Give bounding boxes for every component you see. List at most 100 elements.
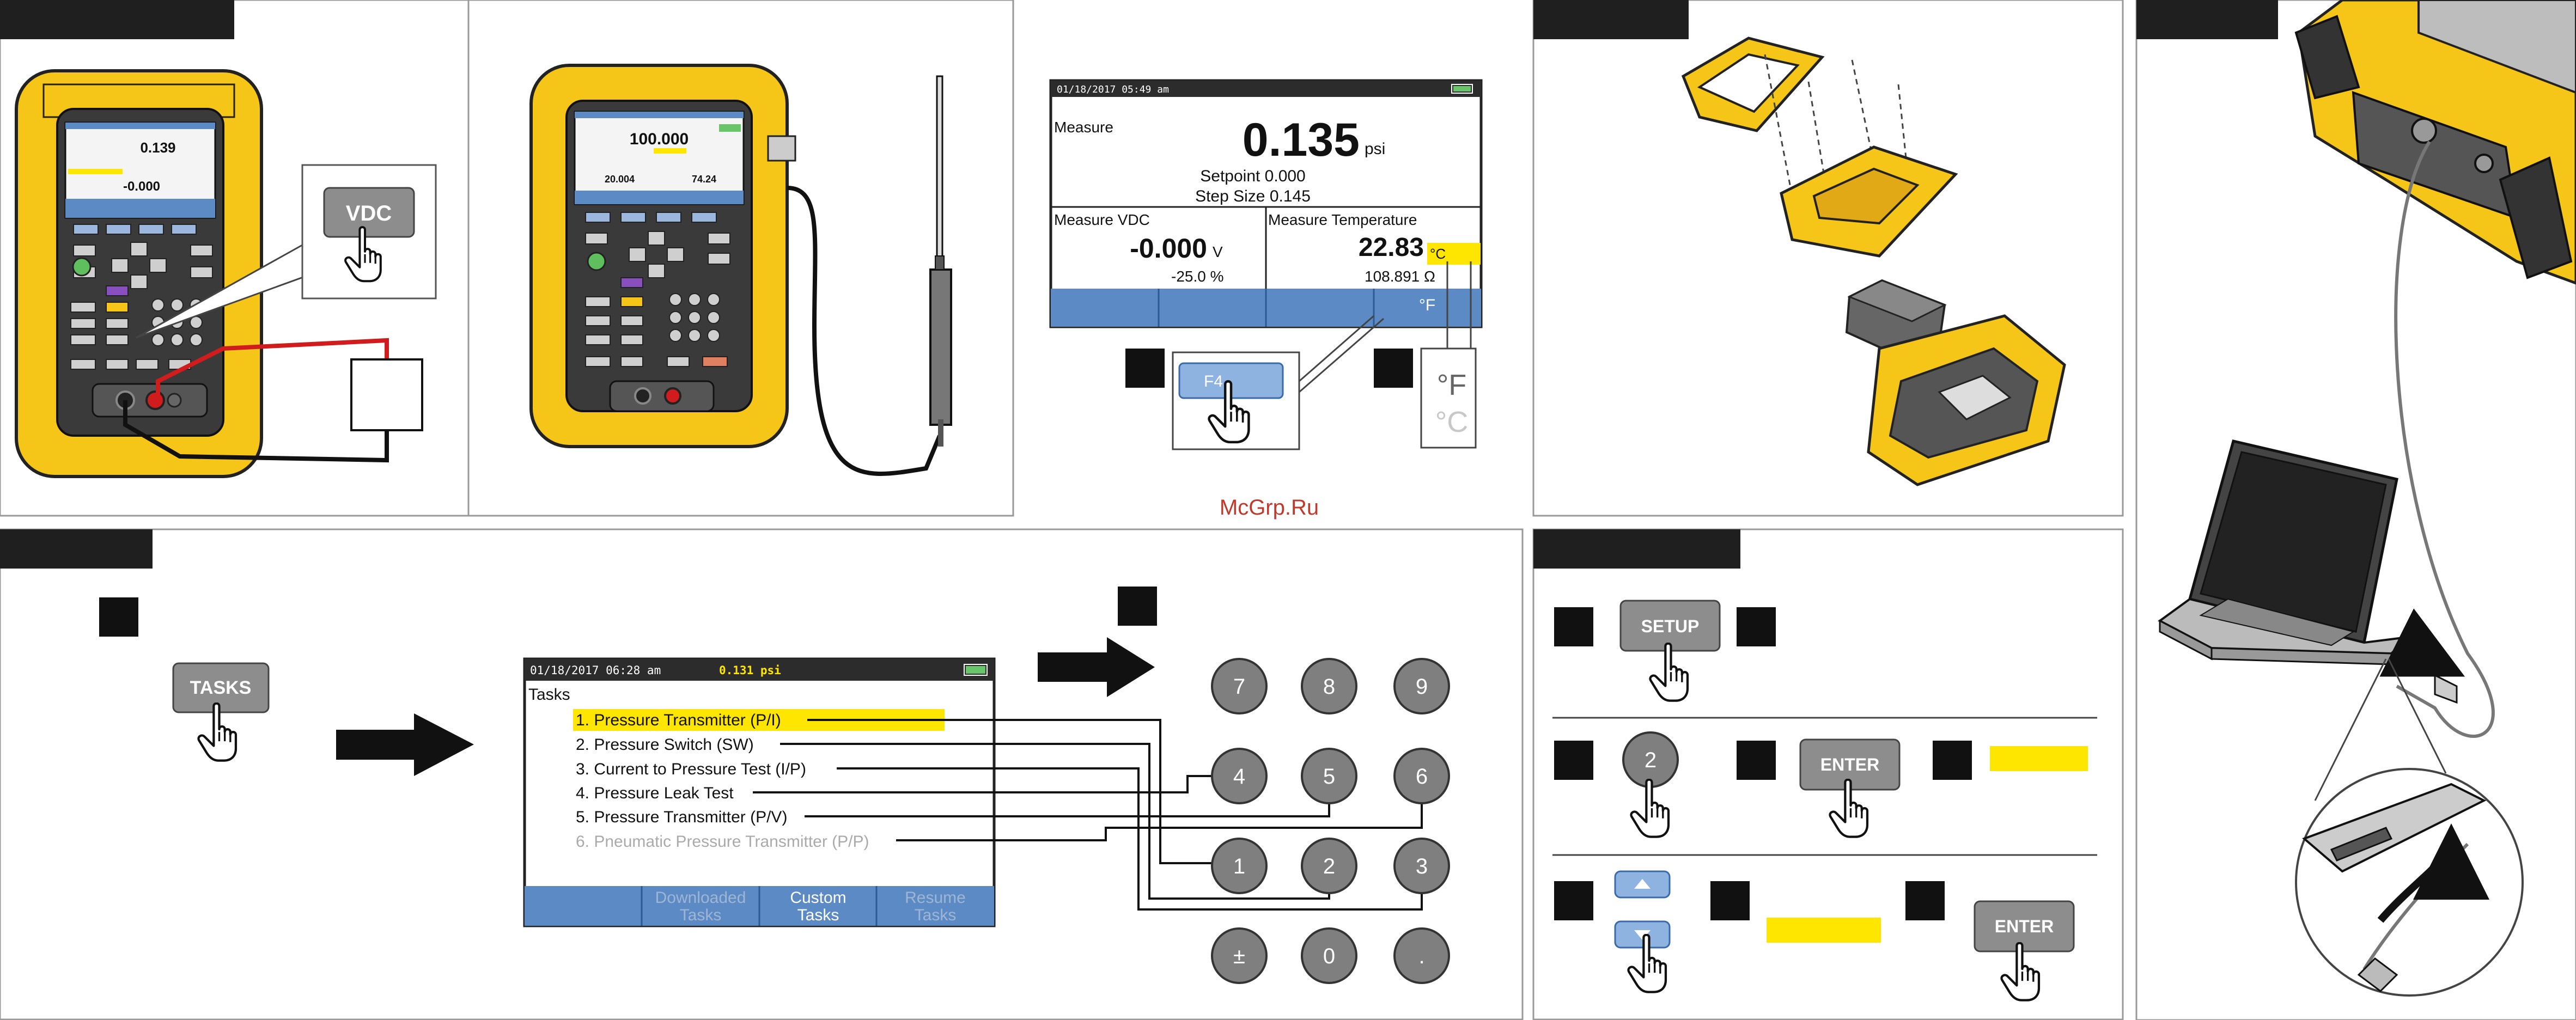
enter-button[interactable]: ENTER: [1799, 738, 1901, 791]
unit-option-c[interactable]: °C: [1435, 406, 1469, 438]
flow-arrow: [336, 713, 474, 776]
measure-value: 0.135: [1243, 114, 1360, 166]
unit-option-f[interactable]: °F: [1437, 369, 1467, 401]
task-list: 1. Pressure Transmitter (P/I) 2. Pressur…: [576, 711, 869, 851]
vdc-percent: -25.0 %: [1171, 268, 1224, 285]
task-item-4[interactable]: 4. Pressure Leak Test: [576, 784, 734, 802]
softkey-custom-line2[interactable]: Tasks: [797, 906, 839, 924]
key-1[interactable]: 1: [1211, 838, 1268, 894]
step-size-text: Step Size 0.145: [1195, 187, 1311, 205]
step-marker: [1125, 349, 1165, 388]
enter-button-label: ENTER: [1820, 755, 1879, 774]
softkey-resume-line1[interactable]: Resume: [905, 889, 966, 907]
arrow-up-button[interactable]: [1614, 870, 1671, 899]
unit-selector-callout: [1420, 347, 1477, 449]
highlight-swatch: [1990, 746, 2088, 771]
svg-text:9: 9: [1416, 675, 1428, 699]
screen-status-bar: 01/18/2017 05:49 am: [1057, 84, 1169, 95]
step-marker: [1554, 741, 1593, 780]
key-7[interactable]: 7: [1211, 658, 1268, 714]
task-item-6[interactable]: 6. Pneumatic Pressure Transmitter (P/P): [576, 833, 869, 851]
temperature-probe: [929, 268, 952, 426]
softkey-custom-line1[interactable]: Custom: [790, 889, 846, 907]
temperature-label: Measure Temperature: [1268, 211, 1417, 228]
flow-arrow: [1038, 637, 1155, 697]
task-key-connectors: [753, 719, 1423, 911]
enter-button-2-label: ENTER: [1995, 917, 2054, 936]
key-2-label: 2: [1645, 748, 1657, 772]
svg-text:100.000: 100.000: [630, 130, 689, 148]
highlight-swatch: [1767, 918, 1881, 943]
panel-battery-replacement: [1532, 0, 2124, 517]
temperature-unit: °C: [1430, 246, 1446, 262]
key-2-button[interactable]: 2: [1622, 731, 1679, 788]
task-item-3[interactable]: 3. Current to Pressure Test (I/P): [576, 760, 806, 778]
svg-text:.: .: [1418, 944, 1424, 968]
svg-text:5: 5: [1323, 765, 1335, 789]
battery-icon: [1451, 84, 1473, 94]
key-0[interactable]: 0: [1301, 927, 1357, 984]
numeric-keypad: 7 8 9 4 5 6 1 2 3 ± 0 .: [1211, 658, 1450, 984]
key-decimal[interactable]: .: [1393, 927, 1450, 984]
softkey-f4-label[interactable]: °F: [1419, 296, 1435, 314]
svg-text:3: 3: [1416, 854, 1428, 878]
setpoint-text: Setpoint 0.000: [1200, 167, 1306, 185]
panel-header-tab: [1533, 529, 1740, 569]
softkey-resume-line2[interactable]: Tasks: [915, 906, 957, 924]
panel-setup-steps: SETUP 2 ENTER: [1532, 528, 2124, 1020]
task-item-1[interactable]: 1. Pressure Transmitter (P/I): [576, 711, 781, 729]
task-item-2[interactable]: 2. Pressure Switch (SW): [576, 736, 754, 754]
task-item-5[interactable]: 5. Pressure Transmitter (P/V): [576, 808, 787, 826]
panel-measure-temperature: 01/18/2017 05:49 am Measure 0.135 psi Se…: [1049, 79, 1483, 450]
press-hand-icon: [1650, 644, 1687, 701]
watermark-text: McGrp.Ru: [1220, 496, 1319, 520]
calibrator-device-1: 0.139 -0.000: [15, 69, 263, 478]
key-plus-minus[interactable]: ±: [1211, 927, 1268, 984]
key-4[interactable]: 4: [1211, 748, 1268, 804]
calibrator-device-2: 100.000 20.004 74.24: [529, 64, 796, 448]
vdc-button-label: VDC: [346, 201, 392, 225]
usb-cable: [2394, 141, 2495, 738]
vdc-value: -0.000: [1130, 233, 1207, 264]
step-marker: [1710, 881, 1750, 920]
key-8[interactable]: 8: [1301, 658, 1357, 714]
step-marker: [1737, 607, 1776, 646]
panel-header-tab: [2136, 0, 2278, 39]
f4-button[interactable]: F4: [1178, 362, 1284, 399]
temperature-unit-highlight: [1427, 243, 1481, 265]
vdc-label: Measure VDC: [1054, 211, 1150, 228]
port-cover: [2499, 156, 2573, 279]
svg-text:4: 4: [1233, 765, 1245, 789]
usb-plug: [2434, 674, 2458, 704]
enter-button-2[interactable]: ENTER: [1974, 900, 2075, 952]
key-2[interactable]: 2: [1301, 838, 1357, 894]
svg-text:20.004: 20.004: [605, 174, 635, 185]
step-marker: [1554, 607, 1593, 646]
tasks-title: Tasks: [528, 686, 570, 704]
key-9[interactable]: 9: [1393, 658, 1450, 714]
press-hand-icon: [1631, 780, 1668, 837]
step-marker: [1933, 741, 1972, 780]
panel-usb-connection: [2135, 0, 2576, 1020]
tasks-button[interactable]: TASKS: [172, 662, 270, 713]
key-6[interactable]: 6: [1393, 748, 1450, 804]
temperature-value: 22.83: [1359, 233, 1424, 262]
svg-text:±: ±: [1233, 944, 1245, 968]
key-5[interactable]: 5: [1301, 748, 1357, 804]
svg-text:0: 0: [1323, 944, 1335, 968]
softkey-downloaded-line2[interactable]: Tasks: [680, 906, 722, 924]
svg-text:7: 7: [1233, 675, 1245, 699]
battery-door-exploded: [1681, 36, 2066, 486]
step-marker: [99, 597, 138, 637]
ohms-reading: 108.891 Ω: [1365, 268, 1435, 285]
softkey-downloaded-line1[interactable]: Downloaded: [655, 889, 746, 907]
arrow-up-icon: [1634, 879, 1651, 889]
setup-button[interactable]: SETUP: [1619, 600, 1721, 652]
key-3[interactable]: 3: [1393, 838, 1450, 894]
voltage-source-box: [350, 358, 423, 431]
arrow-down-button[interactable]: [1614, 920, 1671, 949]
battery-icon: [964, 664, 988, 676]
vdc-button[interactable]: VDC: [323, 187, 415, 238]
step-marker: [1374, 349, 1413, 388]
